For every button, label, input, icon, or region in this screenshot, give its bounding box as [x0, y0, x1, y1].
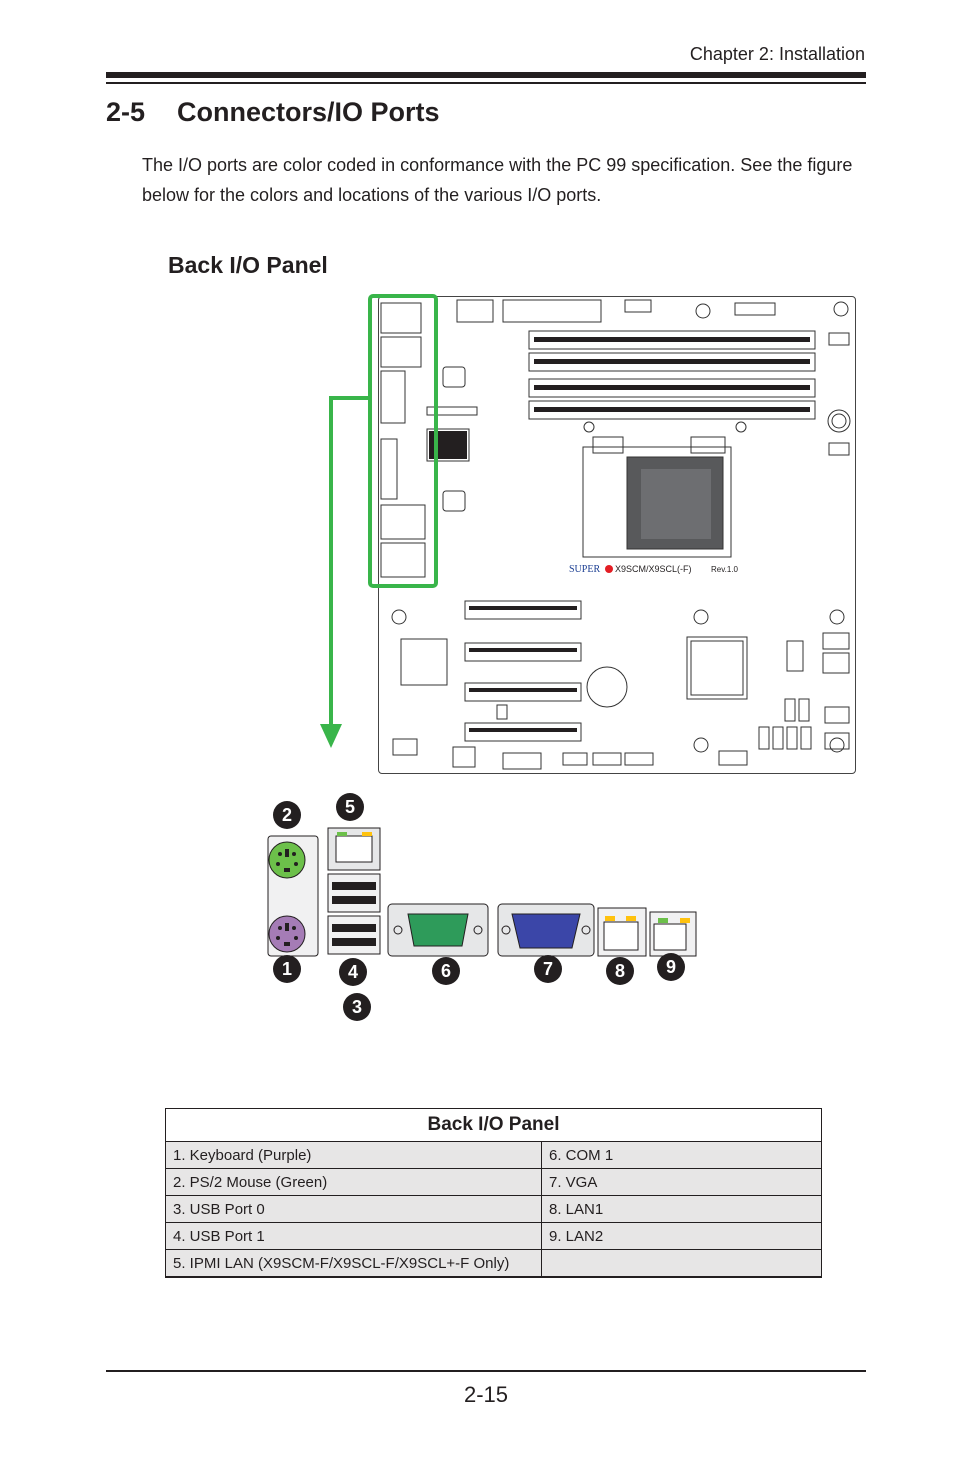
table-cell: 5. IPMI LAN (X9SCM-F/X9SCL-F/X9SCL+-F On… — [165, 1249, 542, 1278]
table-cell: 9. LAN2 — [541, 1222, 822, 1250]
figure-title: Back I/O Panel — [168, 252, 328, 278]
arrow-horizontal — [330, 396, 372, 400]
table-cell — [541, 1249, 822, 1278]
ps2-mouse-port — [268, 841, 306, 879]
callout-9: 9 — [657, 953, 685, 981]
callout-5: 5 — [336, 793, 364, 821]
header-rule — [106, 72, 866, 78]
table-cell: 8. LAN1 — [541, 1195, 822, 1223]
table-row: 1. Keyboard (Purple) 6. COM 1 — [165, 1141, 822, 1169]
ps2-keyboard-port — [268, 915, 306, 953]
footer-rule — [106, 1370, 866, 1372]
callout-2: 2 — [273, 801, 301, 829]
back-io-panel-drawing — [267, 827, 697, 957]
callout-3: 3 — [343, 993, 371, 1021]
table-cell: 1. Keyboard (Purple) — [165, 1141, 542, 1169]
board-model: X9SCM/X9SCL(-F) — [615, 564, 692, 574]
section-number: 2-5 — [106, 97, 146, 127]
table-cell: 3. USB Port 0 — [165, 1195, 542, 1223]
callout-1: 1 — [273, 955, 301, 983]
table-row: 3. USB Port 0 8. LAN1 — [165, 1195, 822, 1223]
table-row: 5. IPMI LAN (X9SCM-F/X9SCL-F/X9SCL+-F On… — [165, 1249, 822, 1278]
board-revision: Rev.1.0 — [711, 565, 739, 574]
back-io-table: Back I/O Panel 1. Keyboard (Purple) 6. C… — [165, 1108, 822, 1278]
usb-port-1 — [327, 873, 381, 913]
callout-7: 7 — [534, 955, 562, 983]
brand-dot — [605, 565, 613, 573]
callout-8: 8 — [606, 957, 634, 985]
callout-6: 6 — [432, 957, 460, 985]
pointer-arrow — [320, 396, 348, 748]
page-number: 2-15 — [464, 1382, 509, 1407]
table-cell: 6. COM 1 — [541, 1141, 822, 1169]
table-cell: 2. PS/2 Mouse (Green) — [165, 1168, 542, 1196]
chapter-header: Chapter 2: Installation — [689, 44, 865, 64]
table-cell: 4. USB Port 1 — [165, 1222, 542, 1250]
rear-io-highlight — [368, 294, 438, 588]
table-title: Back I/O Panel — [165, 1108, 822, 1142]
header-rule-thin — [106, 82, 866, 84]
motherboard-drawing: SUPER X9SCM/X9SCL(-F) Rev.1.0 — [380, 299, 851, 770]
callout-4: 4 — [339, 958, 367, 986]
table-cell: 7. VGA — [541, 1168, 822, 1196]
section-title: Connectors/IO Ports — [177, 97, 440, 127]
table-row: 4. USB Port 1 9. LAN2 — [165, 1222, 822, 1250]
motherboard-diagram: SUPER X9SCM/X9SCL(-F) Rev.1.0 — [378, 296, 856, 774]
board-brand: SUPER — [569, 564, 600, 575]
intro-paragraph: The I/O ports are color coded in conform… — [142, 155, 853, 205]
usb-port-0 — [327, 915, 381, 955]
table-row: 2. PS/2 Mouse (Green) 7. VGA — [165, 1168, 822, 1196]
